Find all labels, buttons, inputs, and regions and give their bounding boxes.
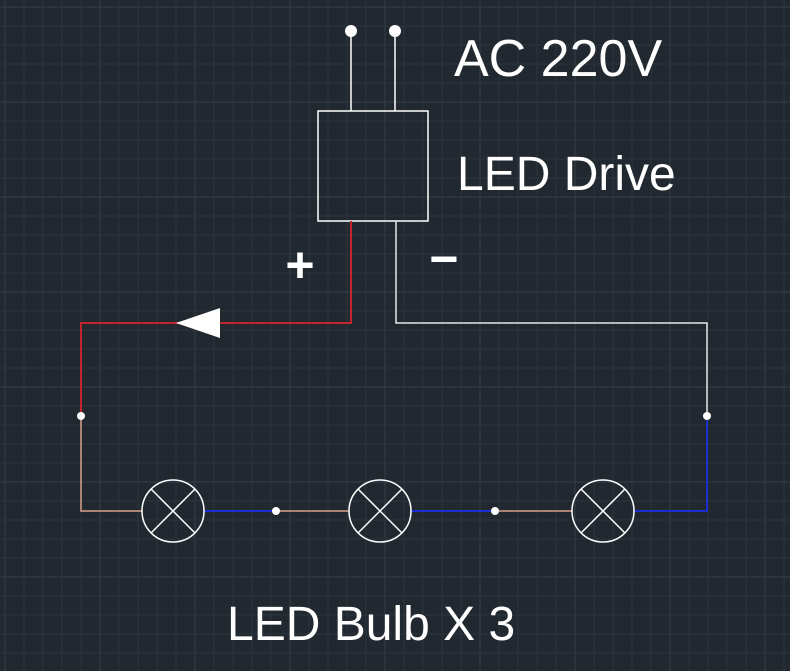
current-direction-arrow: [176, 308, 220, 338]
led-driver-box: [317, 110, 429, 222]
lamp-symbol-2: [348, 479, 412, 543]
wire-bulb-3-to-right: [634, 416, 708, 512]
bulbs-label: LED Bulb X 3: [227, 598, 515, 651]
node-left: [77, 412, 85, 420]
ac-terminal-left: [345, 25, 357, 37]
node-between-1-2: [272, 507, 280, 515]
negative-polarity-label: −: [429, 231, 458, 287]
supply-label: AC 220V: [454, 30, 662, 88]
positive-polarity-label: +: [285, 237, 314, 293]
bulb-series-wiring: [80, 416, 708, 512]
negative-wire: [395, 221, 708, 416]
ac-input-terminals: [345, 25, 401, 111]
lamp-symbol-1: [141, 479, 205, 543]
node-between-2-3: [491, 507, 499, 515]
lamp-symbol-3: [571, 479, 635, 543]
wire-left-to-bulb-1: [80, 416, 142, 512]
ac-terminal-right: [389, 25, 401, 37]
node-right: [703, 412, 711, 420]
junction-nodes: [77, 412, 711, 515]
driver-label: LED Drive: [457, 148, 676, 201]
